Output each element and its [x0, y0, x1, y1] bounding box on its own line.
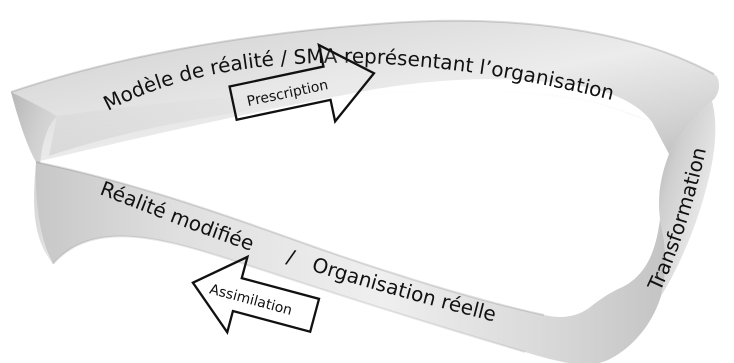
prescription-arrow-group: Prescription	[228, 42, 376, 124]
mobius-inner-shadow	[49, 88, 652, 156]
mobius-left-band	[11, 92, 57, 264]
mobius-bottom-band	[35, 162, 666, 363]
ribbon-top-edge	[10, 19, 715, 93]
assimilation-arrow-shape	[191, 254, 321, 335]
prescription-arrow-shape	[228, 42, 376, 124]
mobius-right-twist	[659, 101, 716, 296]
ribbon-bottom-edge	[52, 235, 526, 353]
mobius-top-band	[11, 20, 720, 162]
assimilation-arrow-group: Assimilation	[191, 254, 321, 335]
ribbon-lower-edge	[35, 161, 545, 316]
